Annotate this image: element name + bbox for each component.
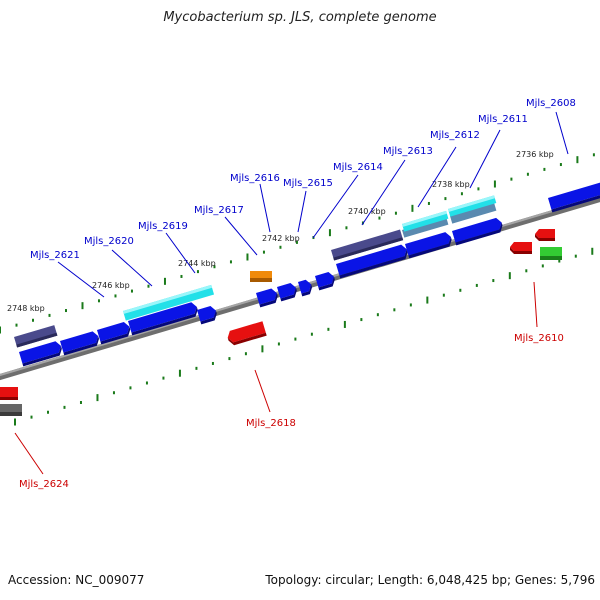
cds-arrow xyxy=(256,288,278,308)
tick-label: 2740 kbp xyxy=(348,207,386,216)
tick-labels: 2736 kbp 2738 kbp 2740 kbp 2742 kbp 2744… xyxy=(7,150,554,313)
accession-text: Accession: NC_009077 xyxy=(8,573,145,587)
gene-label: Mjls_2614 xyxy=(333,162,383,173)
tick-label: 2738 kbp xyxy=(432,180,470,189)
gene-label: Mjls_2608 xyxy=(526,98,576,109)
callout-lines xyxy=(14,111,569,475)
cds-arrow xyxy=(128,302,198,336)
cds-arrow-reverse xyxy=(510,242,532,254)
gene-bar xyxy=(331,229,404,261)
cds-arrow-reverse xyxy=(0,387,18,400)
gene-label: Mjls_2611 xyxy=(478,114,528,125)
gene-bar xyxy=(450,202,497,224)
grey-feature xyxy=(0,404,22,416)
orange-feature xyxy=(250,271,272,282)
cds-arrow xyxy=(548,180,600,213)
cds-arrow xyxy=(277,283,297,302)
cds-reverse-track xyxy=(0,229,562,416)
cds-arrow xyxy=(97,322,131,345)
genome-summary-text: Topology: circular; Length: 6,048,425 bp… xyxy=(265,573,595,587)
tick-label: 2736 kbp xyxy=(516,150,554,159)
gene-label: Mjls_2613 xyxy=(383,146,433,157)
gene-label: Mjls_2617 xyxy=(194,205,244,216)
tick-label: 2744 kbp xyxy=(178,259,216,268)
cds-arrow xyxy=(315,272,335,291)
cds-arrow xyxy=(60,331,99,356)
gene-label: Mjls_2621 xyxy=(30,250,80,261)
gene-bar xyxy=(402,216,449,238)
gene-label: Mjls_2619 xyxy=(138,221,188,232)
gene-bar-track xyxy=(13,195,497,348)
cyan-feature xyxy=(402,210,449,232)
cds-arrow xyxy=(336,244,408,279)
cyan-feature xyxy=(123,284,215,321)
cds-arrow xyxy=(298,279,313,297)
cds-arrow-reverse xyxy=(535,229,555,241)
tick-guide-lower xyxy=(14,247,594,426)
gene-labels-reverse: Mjls_2610 Mjls_2618 Mjls_2624 xyxy=(19,333,564,490)
tick-label: 2746 kbp xyxy=(92,281,130,290)
map-title: Mycobacterium sp. JLS, complete genome xyxy=(163,10,437,25)
cds-forward-track xyxy=(19,180,600,367)
gene-label: Mjls_2616 xyxy=(230,173,280,184)
gene-label: Mjls_2612 xyxy=(430,130,480,141)
tick-label: 2748 kbp xyxy=(7,304,45,313)
tick-guide-upper xyxy=(0,153,595,334)
gene-label: Mjls_2624 xyxy=(19,479,69,490)
tick-label: 2742 kbp xyxy=(262,234,300,243)
gene-labels-forward: Mjls_2608 Mjls_2611 Mjls_2612 Mjls_2613 … xyxy=(30,98,576,261)
gene-label: Mjls_2615 xyxy=(283,178,333,189)
gene-bar xyxy=(13,325,58,348)
gene-label: Mjls_2620 xyxy=(84,236,134,247)
cds-arrow xyxy=(452,217,503,246)
cds-arrow xyxy=(19,341,62,367)
gene-label: Mjls_2618 xyxy=(246,418,296,429)
cds-arrow xyxy=(405,232,452,259)
cds-arrow xyxy=(197,306,217,325)
cds-arrow-reverse xyxy=(227,321,267,346)
cyan-feature xyxy=(448,195,497,217)
green-feature xyxy=(540,247,562,260)
gene-label: Mjls_2610 xyxy=(514,333,564,344)
